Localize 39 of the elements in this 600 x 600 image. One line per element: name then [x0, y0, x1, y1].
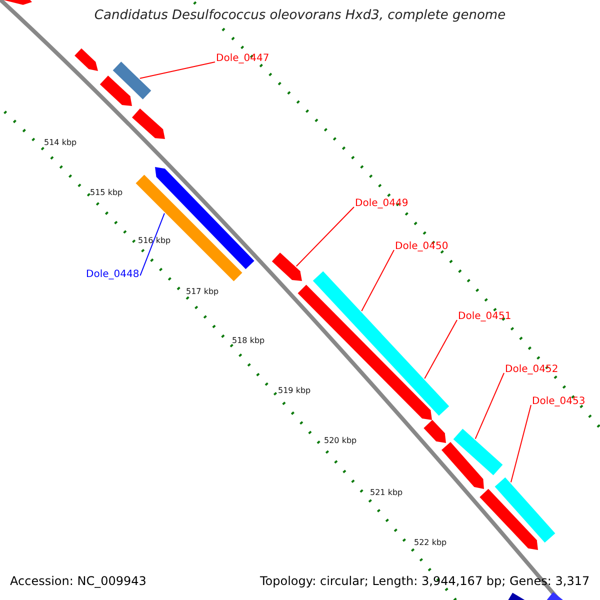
leader-line: [424, 320, 458, 380]
gene-bar: [272, 252, 302, 281]
gene-bar: [312, 271, 450, 416]
gene-bar: [155, 167, 254, 270]
leader-line: [474, 372, 504, 440]
title: Candidatus Desulfococcus oleovorans Hxd3, complete genome: [94, 9, 506, 24]
gene-label: Dole_0447: [216, 53, 270, 64]
gene-label: Dole_0448: [86, 269, 140, 280]
gene-label: Dole_0449: [355, 198, 408, 209]
gene-label: Dole_0451: [458, 311, 512, 322]
tick-label: 518 kbp: [232, 337, 265, 346]
gene-bar: [112, 62, 152, 100]
tick-label: 520 kbp: [324, 437, 357, 446]
gene-bar: [442, 442, 484, 489]
gene-bar: [298, 284, 432, 420]
gene-bar: [480, 488, 538, 550]
gene-bar: [424, 420, 446, 443]
gene-label: Dole_0453: [532, 396, 586, 407]
leader-line: [140, 212, 165, 276]
tick-label: 522 kbp: [414, 539, 447, 548]
leader-line: [361, 250, 394, 312]
tick-label: 519 kbp: [278, 387, 311, 396]
leader-line: [139, 62, 216, 79]
gene-bar: [74, 48, 98, 71]
gene-label: Dole_0452: [505, 364, 558, 375]
gene-bar: [494, 477, 556, 543]
tick-label: 514 kbp: [44, 139, 77, 148]
tick-label: 516 kbp: [138, 237, 171, 246]
accession-text: Accession: NC_009943: [10, 575, 146, 588]
tick-label: 521 kbp: [370, 489, 403, 498]
gene-label: Dole_0450: [395, 241, 448, 252]
gene-bar: [100, 76, 132, 106]
tick-label: 517 kbp: [186, 288, 219, 297]
leader-line: [510, 404, 532, 483]
genome-info-text: Topology: circular; Length: 3,944,167 bp; Genes: 3,317: [260, 575, 590, 588]
gene-bar: [132, 108, 165, 139]
gene-bar: [453, 428, 503, 476]
leader-line: [296, 206, 354, 267]
tick-label: 515 kbp: [90, 189, 123, 198]
